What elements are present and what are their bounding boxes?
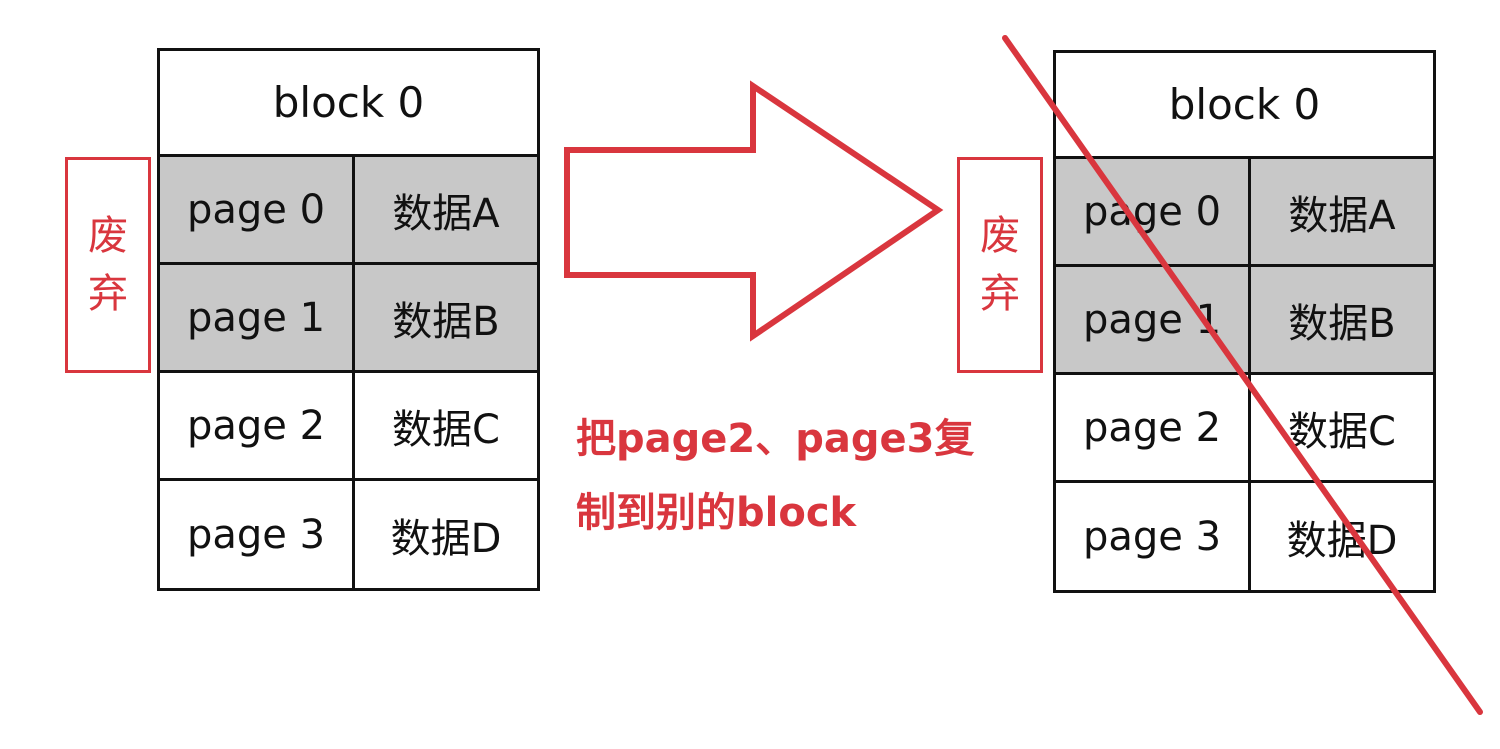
discard-char: 废 (88, 213, 128, 259)
left-row-page-3: page 3 数据D (160, 481, 537, 588)
cross-out-line (1002, 35, 1483, 715)
right-row-page-3: page 3 数据D (1056, 483, 1433, 590)
right-block-table: block 0 page 0 数据A page 1 数据B page 2 数据C… (1053, 50, 1436, 593)
data-label: 数据B (392, 298, 500, 345)
left-discard-label: 废 弃 (65, 157, 151, 373)
page-label: page 0 (1056, 159, 1251, 264)
left-block-table: block 0 page 0 数据A page 1 数据B page 2 数据C… (157, 48, 540, 591)
left-block-title: block 0 (160, 51, 537, 157)
data-label: 数据A (392, 190, 500, 237)
discard-char: 弃 (980, 271, 1020, 317)
page-label: page 2 (160, 373, 355, 478)
right-discard-label: 废 弃 (957, 157, 1043, 373)
data-label: 数据B (1288, 300, 1396, 347)
right-row-page-2: page 2 数据C (1056, 375, 1433, 483)
page-label: page 3 (1056, 483, 1251, 590)
discard-char: 废 (980, 213, 1020, 259)
left-row-page-0: page 0 数据A (160, 157, 537, 265)
right-row-page-1: page 1 数据B (1056, 267, 1433, 375)
page-label: page 1 (1056, 267, 1251, 372)
right-arrow-icon (564, 80, 944, 342)
data-label: 数据C (1288, 408, 1396, 455)
copy-instruction-caption: 把page2、page3复 制到别的block (576, 402, 1006, 550)
caption-line-1: 把page2、page3复 (576, 416, 975, 462)
discard-char: 弃 (88, 271, 128, 317)
right-row-page-0: page 0 数据A (1056, 159, 1433, 267)
caption-line-2: 制到别的block (576, 490, 857, 536)
right-block-title: block 0 (1056, 53, 1433, 159)
left-row-page-1: page 1 数据B (160, 265, 537, 373)
data-label: 数据A (1288, 192, 1396, 239)
data-label: 数据D (1286, 517, 1398, 564)
data-label: 数据C (392, 406, 500, 453)
page-label: page 1 (160, 265, 355, 370)
page-label: page 0 (160, 157, 355, 262)
page-label: page 2 (1056, 375, 1251, 480)
page-label: page 3 (160, 481, 355, 588)
data-label: 数据D (390, 515, 502, 562)
left-row-page-2: page 2 数据C (160, 373, 537, 481)
